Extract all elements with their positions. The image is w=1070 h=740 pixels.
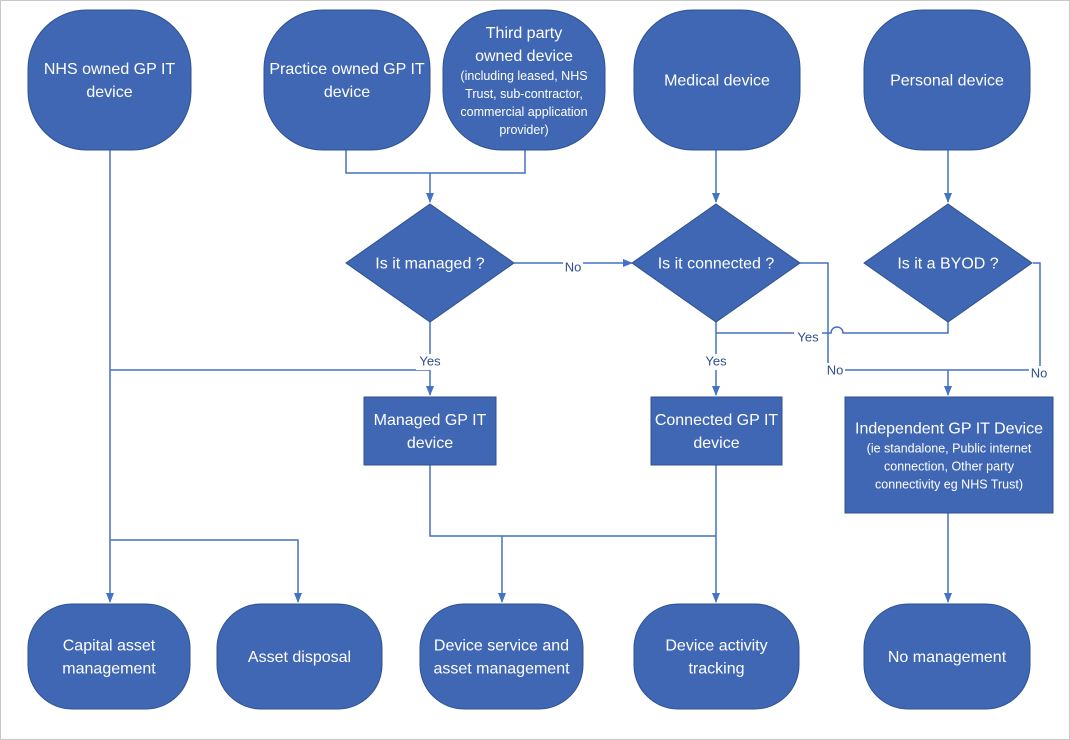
node-label-line: commercial application — [460, 105, 587, 119]
edge-label-background — [1029, 366, 1049, 382]
process-box — [363, 396, 497, 466]
edge-label-yes: Yes — [797, 329, 819, 344]
node-label-line: device — [407, 435, 453, 452]
connector-nhs-owned-to-asset-disposal — [110, 539, 302, 603]
decision-diamond — [631, 203, 801, 323]
edge-label-background — [416, 354, 444, 370]
node-label-line: Personal device — [890, 73, 1004, 90]
node-label-line: Asset disposal — [248, 649, 351, 666]
node-label-line: Practice owned GP IT — [269, 61, 425, 78]
node-label-line: device — [86, 84, 132, 101]
edge-label-yes: Yes — [419, 353, 441, 368]
node-is-managed: Is it managed ? — [345, 203, 515, 323]
edge-label-background — [794, 330, 822, 346]
node-asset-disposal: Asset disposal — [216, 603, 383, 710]
node-label-line: Device activity — [665, 638, 767, 655]
node-managed-device: Managed GP IT device — [363, 396, 497, 466]
node-third-party: Third party owned device (including leased… — [442, 9, 606, 151]
connector-is-byod-to-independent-device — [948, 262, 1041, 371]
node-label-line: owned device — [475, 48, 573, 65]
terminal-shape — [263, 9, 431, 151]
process-box — [650, 396, 783, 466]
node-label-line: device — [693, 435, 739, 452]
node-label-line: Is it a BYOD ? — [897, 256, 998, 273]
node-label-line: Connected GP IT — [655, 412, 779, 429]
node-label-line: Managed GP IT — [374, 412, 487, 429]
node-label-line: Independent GP IT Device — [855, 421, 1043, 438]
node-label-line: Trust, sub-contractor, — [465, 87, 583, 101]
node-medical: Medical device — [633, 9, 801, 151]
edge-label-background — [702, 354, 730, 370]
connector-practice-owned-to-is-managed — [345, 150, 434, 203]
node-nhs-owned: NHS owned GP IT device — [27, 9, 192, 151]
terminal-shape — [419, 603, 584, 710]
edge-label-no: No — [1031, 365, 1048, 380]
node-label-line: (ie standalone, Public internet — [867, 442, 1032, 456]
node-is-byod: Is it a BYOD ? — [863, 203, 1033, 323]
node-label-line: management — [62, 661, 156, 678]
node-independent-device: Independent GP IT Device (ie standalone, … — [844, 396, 1054, 514]
terminal-shape — [27, 603, 191, 710]
edge-label-background — [825, 363, 845, 379]
node-is-connected: Is it connected ? — [631, 203, 801, 323]
node-label-line: NHS owned GP IT — [44, 61, 176, 78]
terminal-shape — [442, 9, 606, 151]
connector-is-byod-to-connected-device — [716, 322, 949, 334]
node-capital-asset: Capital asset management — [27, 603, 191, 710]
node-label-line: Is it managed ? — [375, 256, 485, 273]
node-personal: Personal device — [863, 9, 1031, 151]
terminal-shape — [633, 603, 800, 710]
node-label-line: Medical device — [664, 73, 770, 90]
node-label-line: connection, Other party — [884, 460, 1015, 474]
node-label-line: Is it connected ? — [658, 256, 775, 273]
node-connected-device: Connected GP IT device — [650, 396, 783, 466]
node-practice-owned: Practice owned GP IT device — [263, 9, 431, 151]
decision-diamond — [863, 203, 1033, 323]
node-label-line: asset management — [433, 661, 570, 678]
edge-label-yes: Yes — [705, 353, 727, 368]
node-label-line: Device service and — [434, 638, 569, 655]
terminal-shape — [633, 9, 801, 151]
edges-layer — [106, 150, 1041, 603]
edge-label-background — [563, 260, 583, 276]
edge-label-no: No — [827, 362, 844, 377]
edge-label-no: No — [565, 259, 582, 274]
terminal-shape — [216, 603, 383, 710]
node-device-service: Device service and asset management — [419, 603, 584, 710]
node-activity-tracking: Device activity tracking — [633, 603, 800, 710]
node-no-management: No management — [863, 603, 1031, 710]
node-label-line: No management — [888, 649, 1007, 666]
node-label-line: (including leased, NHS — [460, 69, 587, 83]
node-label-line: device — [324, 84, 370, 101]
node-label-line: Capital asset — [63, 638, 156, 655]
decision-diamond — [345, 203, 515, 323]
connector-managed-device-to-device-service — [429, 465, 716, 537]
node-label-line: Third party — [486, 25, 562, 42]
terminal-shape — [27, 9, 192, 151]
process-box — [844, 396, 1054, 514]
terminal-shape — [863, 603, 1031, 710]
node-label-line: tracking — [688, 661, 744, 678]
connector-third-party-to-is-managed — [430, 150, 526, 174]
terminal-shape — [863, 9, 1031, 151]
node-label-line: connectivity eg NHS Trust) — [875, 478, 1023, 492]
node-label-line: provider) — [499, 123, 548, 137]
